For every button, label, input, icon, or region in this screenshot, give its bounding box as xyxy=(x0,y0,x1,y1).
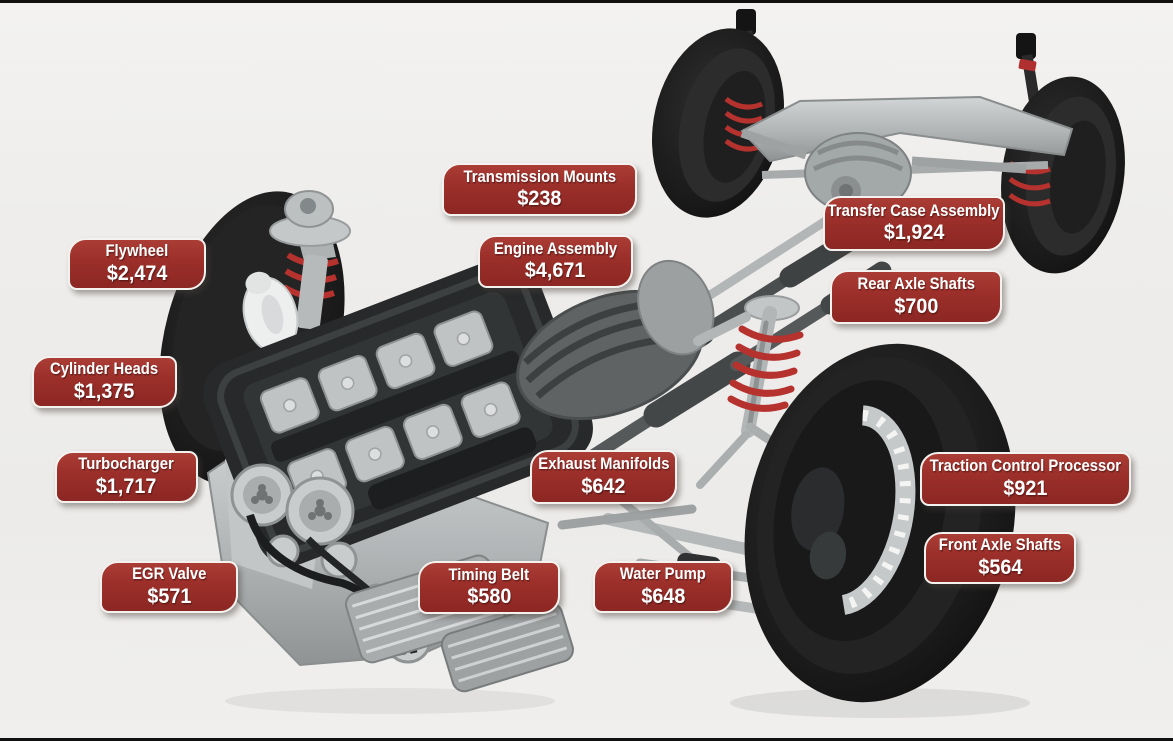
part-name: Exhaust Manifolds xyxy=(537,455,670,474)
part-label-exhaust-manifolds: Exhaust Manifolds $642 xyxy=(530,450,677,504)
part-label-turbocharger: Turbocharger $1,717 xyxy=(55,451,198,503)
part-label-flywheel: Flywheel $2,474 xyxy=(68,238,206,290)
rear-axle-shaft-right xyxy=(911,156,1027,174)
front-coil-spring xyxy=(727,325,804,412)
part-label-egr-valve: EGR Valve $571 xyxy=(100,561,238,613)
part-label-cylinder-heads: Cylinder Heads $1,375 xyxy=(32,356,177,408)
part-price: $580 xyxy=(467,585,511,609)
rear-left-wheel xyxy=(652,28,784,218)
part-price: $571 xyxy=(147,584,191,608)
part-price: $1,375 xyxy=(74,379,135,403)
engine-illustration xyxy=(159,190,593,693)
part-price: $648 xyxy=(641,584,685,608)
rear-axle-illustration xyxy=(652,9,1125,274)
part-name: Traction Control Processor xyxy=(929,457,1122,476)
shadow-front-wheel xyxy=(730,688,1030,718)
part-name: Water Pump xyxy=(619,565,707,584)
rear-axle-shaft-left xyxy=(740,128,808,160)
part-price: $1,717 xyxy=(96,474,157,498)
part-name: Transfer Case Assembly xyxy=(828,201,1000,220)
part-name: Timing Belt xyxy=(448,565,530,584)
part-label-engine-assembly: Engine Assembly $4,671 xyxy=(478,235,633,288)
shadow-engine xyxy=(225,688,555,714)
part-name: Rear Axle Shafts xyxy=(857,275,975,294)
part-name: Engine Assembly xyxy=(493,239,618,258)
part-name: Flywheel xyxy=(105,242,169,261)
part-label-timing-belt: Timing Belt $580 xyxy=(418,561,560,614)
part-price: $238 xyxy=(517,187,562,211)
part-label-rear-axle-shafts: Rear Axle Shafts $700 xyxy=(830,270,1002,324)
part-price: $921 xyxy=(1003,476,1048,500)
part-label-transfer-case-assembly: Transfer Case Assembly $1,924 xyxy=(823,196,1005,251)
part-label-front-axle-shafts: Front Axle Shafts $564 xyxy=(924,532,1076,584)
part-price: $642 xyxy=(581,474,626,498)
part-name: Turbocharger xyxy=(78,455,175,474)
finned-cylinder-2 xyxy=(440,602,574,693)
part-label-water-pump: Water Pump $648 xyxy=(593,561,733,613)
front-wheel-illustration xyxy=(744,343,1016,703)
part-price: $4,671 xyxy=(525,259,586,283)
part-name: Cylinder Heads xyxy=(50,360,159,379)
part-price: $1,924 xyxy=(883,221,945,245)
part-name: Transmission Mounts xyxy=(463,167,616,186)
part-price: $2,474 xyxy=(106,261,168,285)
part-price: $700 xyxy=(894,294,938,318)
part-name: Front Axle Shafts xyxy=(938,536,1062,555)
part-label-transmission-mounts: Transmission Mounts $238 xyxy=(442,163,637,216)
rear-right-wheel xyxy=(1001,76,1125,274)
part-price: $564 xyxy=(978,555,1022,579)
part-name: EGR Valve xyxy=(131,565,207,584)
part-label-traction-control-processor: Traction Control Processor $921 xyxy=(920,452,1131,506)
brake-rotor xyxy=(791,405,916,615)
transmission-illustration xyxy=(516,259,715,421)
strut-mount xyxy=(269,190,351,330)
coolant-reservoir xyxy=(242,271,299,354)
vehicle-drivetrain-illustration xyxy=(159,9,1125,718)
